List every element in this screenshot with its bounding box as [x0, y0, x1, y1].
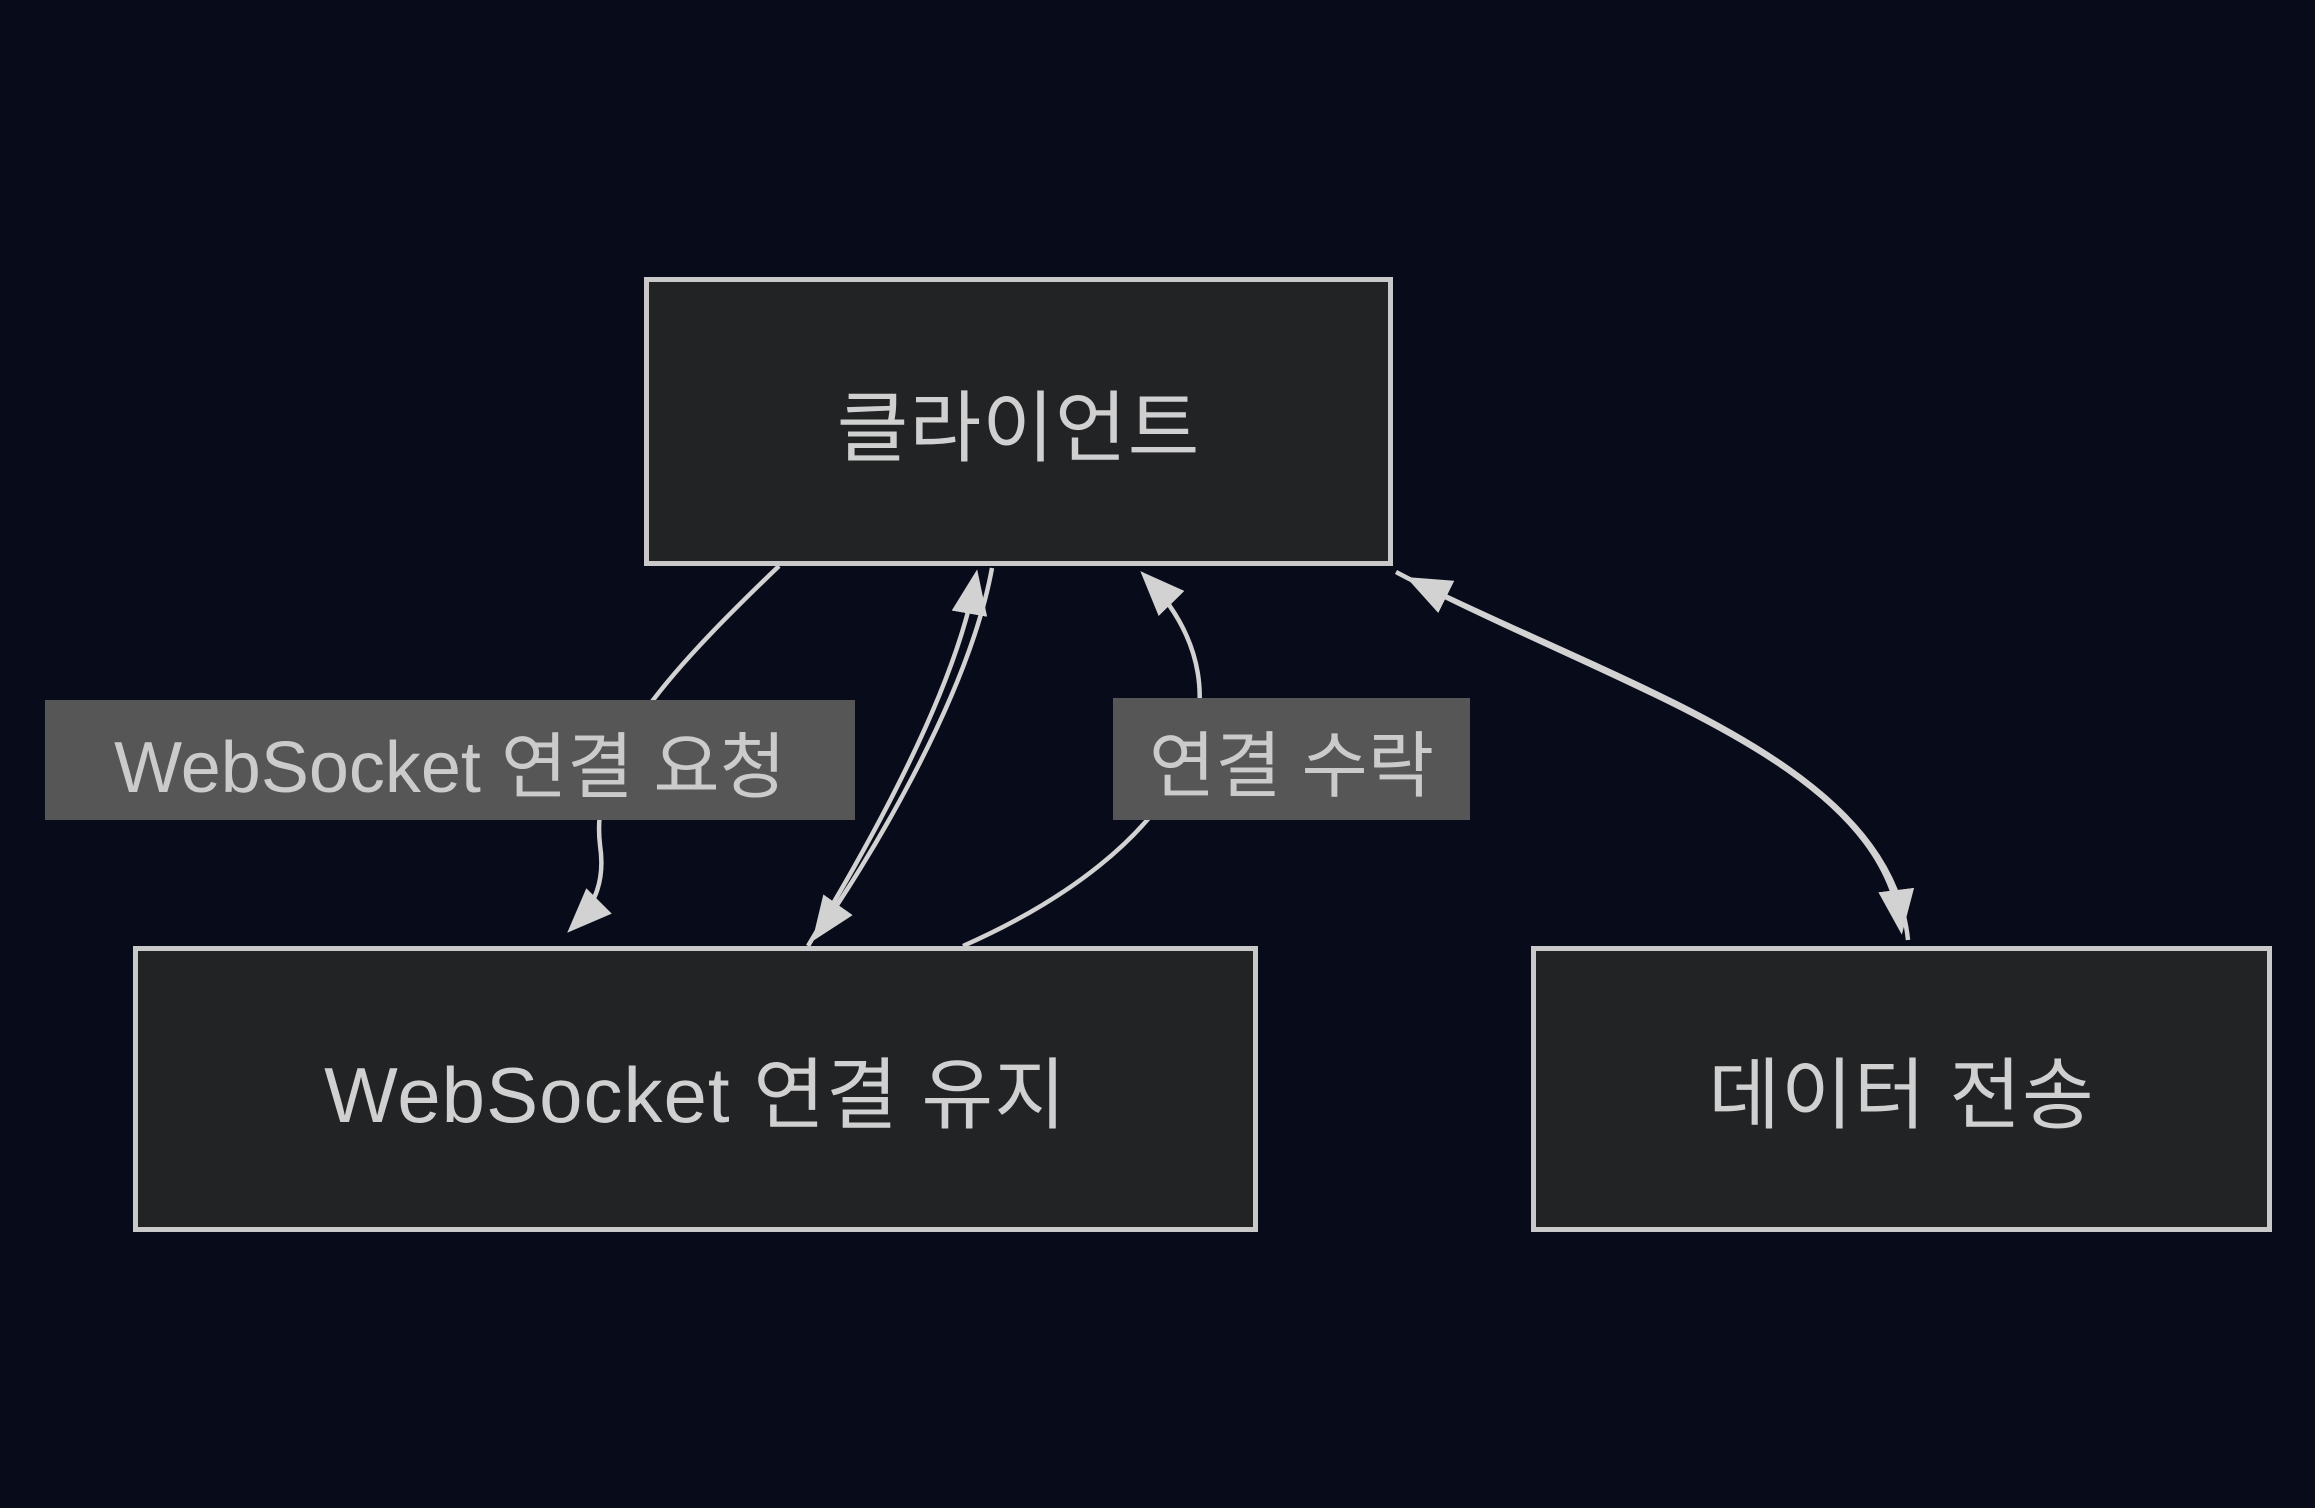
edge-label-connection-accept-text: 연결 수락: [1149, 726, 1434, 807]
node-websocket-keep: WebSocket 연결 유지: [133, 946, 1258, 1232]
edge-client-to-ws: [812, 567, 995, 942]
edge-data-to-client: [1405, 577, 1911, 941]
node-client-label: 클라이언트: [836, 383, 1201, 472]
node-data-send: 데이터 전송: [1531, 946, 2272, 1232]
node-data-send-label: 데이터 전송: [1708, 1051, 2095, 1139]
node-client: 클라이언트: [644, 277, 1393, 566]
edge-client-to-data: [1394, 570, 1915, 935]
edge-label-connection-accept: 연결 수락: [1113, 698, 1470, 820]
edge-label-websocket-request: WebSocket 연결 요청: [45, 700, 855, 820]
node-websocket-keep-label: WebSocket 연결 유지: [324, 1051, 1067, 1139]
edge-label-websocket-request-text: WebSocket 연결 요청: [114, 727, 786, 808]
edge-ws-to-client: [806, 569, 988, 948]
